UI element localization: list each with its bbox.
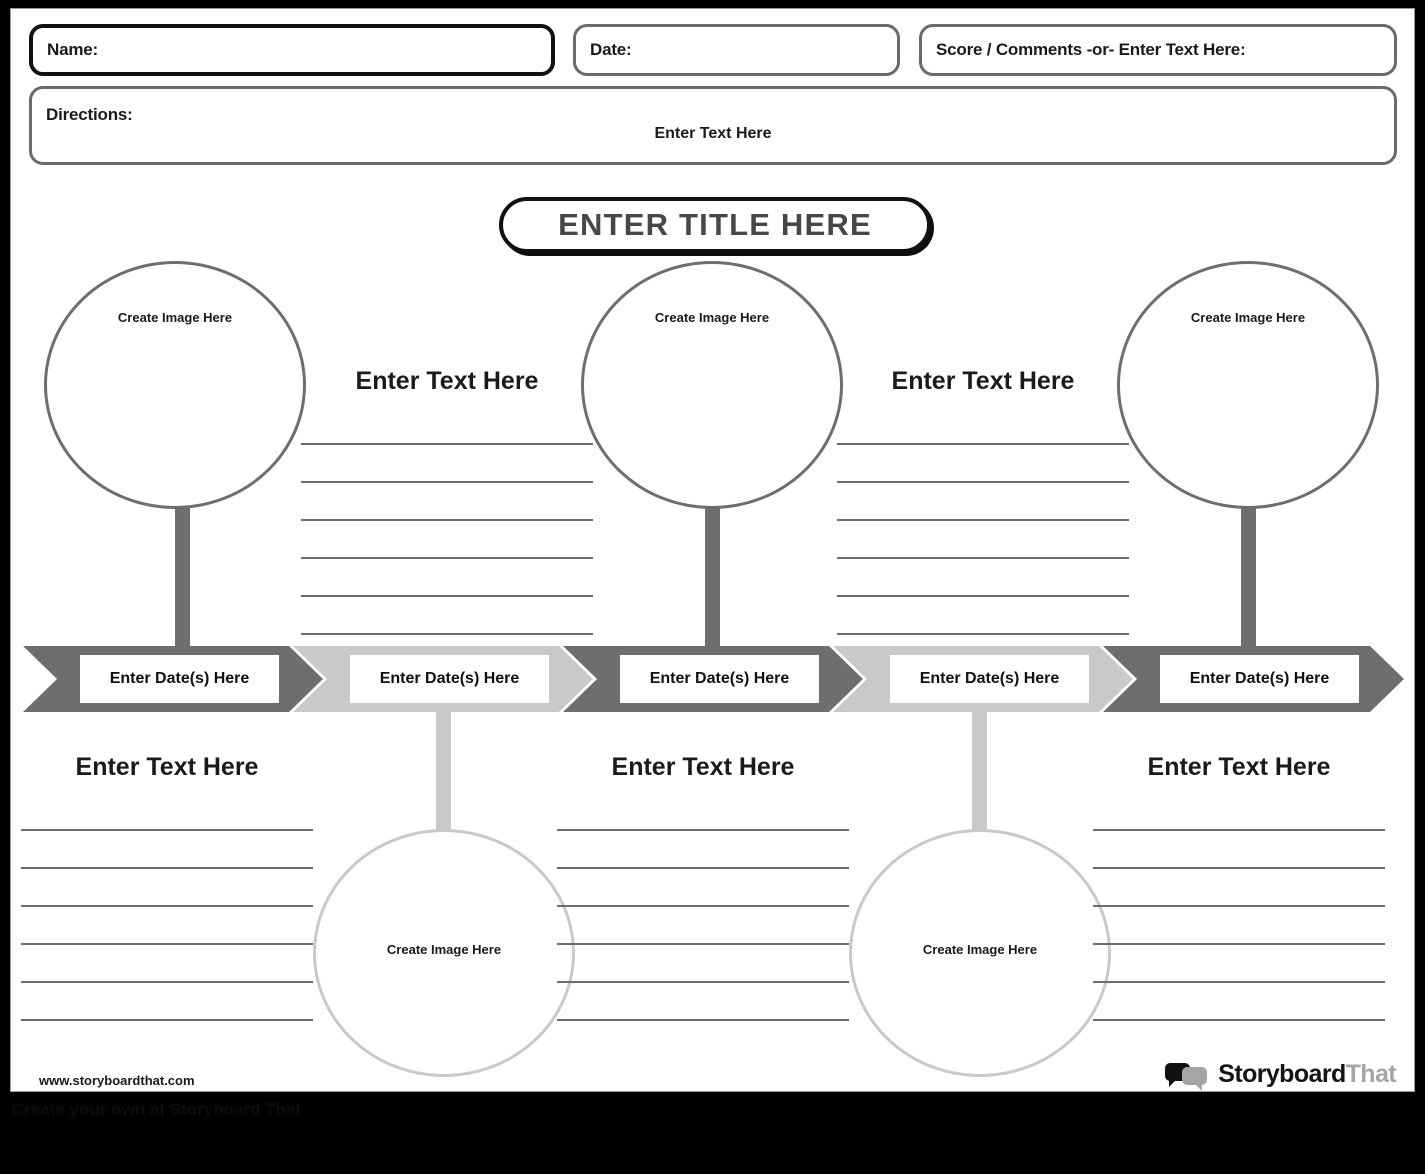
text-block-title: Enter Text Here <box>891 367 1075 395</box>
name-field[interactable]: Name: <box>29 24 555 76</box>
title-field[interactable]: ENTER TITLE HERE <box>499 197 931 253</box>
logo-primary-text: Storyboard <box>1218 1059 1346 1088</box>
text-block-title: Enter Text Here <box>75 753 259 781</box>
writing-rule <box>21 981 313 983</box>
writing-rule <box>21 867 313 869</box>
text-block-title: Enter Text Here <box>611 753 795 781</box>
directions-field[interactable]: Directions: Enter Text Here <box>29 86 1397 165</box>
writing-rule <box>21 905 313 907</box>
text-block-title: Enter Text Here <box>355 367 539 395</box>
text-block-bottom-2[interactable]: Enter Text Here <box>557 753 849 1023</box>
image-circle-label: Create Image Here <box>117 310 233 325</box>
writing-rule <box>837 633 1129 635</box>
writing-rule <box>557 981 849 983</box>
writing-rule <box>1093 867 1385 869</box>
image-circle-label: Create Image Here <box>386 942 502 957</box>
writing-rule <box>301 443 593 445</box>
directions-label: Directions: <box>46 105 133 124</box>
writing-rule <box>557 905 849 907</box>
image-circle-top-2[interactable]: Create Image Here <box>581 261 843 509</box>
image-circle-bottom-1[interactable]: Create Image Here <box>313 829 575 1077</box>
text-block-top-1[interactable]: Enter Text Here <box>301 367 593 637</box>
writing-rule <box>21 1019 313 1021</box>
image-circle-label: Create Image Here <box>922 942 1038 957</box>
create-your-own-caption: Create your own at Storyboard That <box>12 1100 302 1119</box>
timeline-date-2[interactable]: Enter Date(s) Here <box>350 655 549 703</box>
writing-rule <box>837 481 1129 483</box>
writing-rule <box>557 829 849 831</box>
text-block-bottom-3[interactable]: Enter Text Here <box>1093 753 1385 1023</box>
writing-rule <box>837 557 1129 559</box>
writing-rule <box>1093 1019 1385 1021</box>
image-circle-top-3[interactable]: Create Image Here <box>1117 261 1379 509</box>
title-area: ENTER TITLE HERE <box>499 197 934 256</box>
timeline-date-4[interactable]: Enter Date(s) Here <box>890 655 1089 703</box>
writing-rule <box>301 557 593 559</box>
writing-rule <box>301 595 593 597</box>
score-comments-field[interactable]: Score / Comments -or- Enter Text Here: <box>919 24 1397 76</box>
logo-wordmark: StoryboardThat <box>1218 1060 1396 1089</box>
writing-rule <box>301 633 593 635</box>
date-label: Date: <box>590 40 632 59</box>
speech-bubbles-icon <box>1165 1061 1209 1091</box>
stem-bottom-1 <box>436 704 451 838</box>
text-block-bottom-1[interactable]: Enter Text Here <box>21 753 313 1023</box>
writing-rule <box>837 595 1129 597</box>
writing-rule <box>557 867 849 869</box>
writing-rule <box>21 943 313 945</box>
writing-rule <box>1093 943 1385 945</box>
timeline-date-5[interactable]: Enter Date(s) Here <box>1160 655 1359 703</box>
score-comments-label: Score / Comments -or- Enter Text Here: <box>936 40 1246 59</box>
writing-rule <box>301 481 593 483</box>
writing-rule <box>557 1019 849 1021</box>
writing-rule <box>301 519 593 521</box>
directions-placeholder[interactable]: Enter Text Here <box>654 125 772 142</box>
speech-bubble-light-icon <box>1182 1066 1208 1091</box>
stem-top-2 <box>705 501 720 647</box>
date-field[interactable]: Date: <box>573 24 900 76</box>
stem-top-1 <box>175 501 190 647</box>
name-label: Name: <box>47 40 98 59</box>
site-url: www.storyboardthat.com <box>39 1073 195 1088</box>
text-block-title: Enter Text Here <box>1147 753 1331 781</box>
writing-rule <box>21 829 313 831</box>
storyboardthat-logo: StoryboardThat <box>1165 1057 1397 1091</box>
writing-rule <box>837 443 1129 445</box>
image-circle-label: Create Image Here <box>654 310 770 325</box>
image-circle-label: Create Image Here <box>1190 310 1306 325</box>
image-circle-top-1[interactable]: Create Image Here <box>44 261 306 509</box>
worksheet-canvas: Name: Date: Score / Comments -or- Enter … <box>10 8 1415 1092</box>
timeline-date-1[interactable]: Enter Date(s) Here <box>80 655 279 703</box>
stem-bottom-2 <box>972 704 987 838</box>
image-circle-bottom-2[interactable]: Create Image Here <box>849 829 1111 1077</box>
logo-secondary-text: That <box>1345 1059 1397 1088</box>
writing-rule <box>1093 905 1385 907</box>
writing-rule <box>1093 981 1385 983</box>
title-text: ENTER TITLE HERE <box>558 207 872 242</box>
writing-rule <box>1093 829 1385 831</box>
writing-rule <box>557 943 849 945</box>
stem-top-3 <box>1241 501 1256 647</box>
writing-rule <box>837 519 1129 521</box>
timeline-bar: Enter Date(s) Here Enter Date(s) Here En… <box>23 646 1404 712</box>
text-block-top-2[interactable]: Enter Text Here <box>837 367 1129 637</box>
timeline-date-3[interactable]: Enter Date(s) Here <box>620 655 819 703</box>
